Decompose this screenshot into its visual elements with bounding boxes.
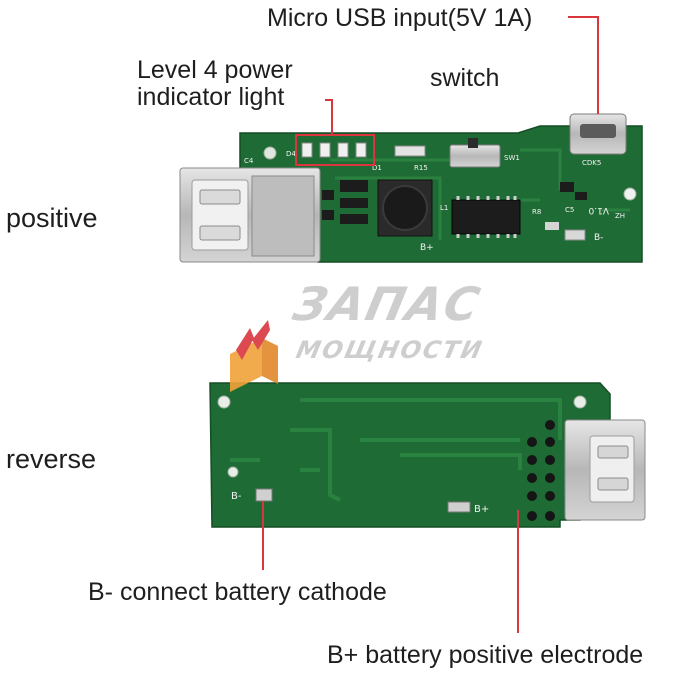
- level-indicator-label-line2: indicator light: [137, 83, 285, 111]
- back-usb-a-port: [564, 419, 646, 521]
- silk-b-minus-back: B-: [231, 491, 242, 502]
- back-pcb-traces: [230, 398, 562, 502]
- back-mount-hole-right: [573, 395, 587, 409]
- back-b-minus-pad: [255, 488, 273, 502]
- back-b-plus-pad: [447, 501, 471, 513]
- front-micro-usb-port: [569, 113, 627, 155]
- front-ic-chip: [451, 196, 521, 238]
- silk-r15: R15: [414, 164, 428, 172]
- silk-c5: C5: [565, 206, 574, 214]
- led-highlight-box: [295, 134, 375, 166]
- silk-b-plus-back: B+: [474, 504, 489, 515]
- back-board: B- B+: [209, 382, 646, 528]
- silk-l1: L1: [440, 204, 448, 212]
- switch-label: switch: [430, 64, 500, 92]
- watermark-line2: МОЩНОСТИ: [294, 335, 482, 364]
- level-indicator-callout: [325, 99, 333, 135]
- level-indicator-label: Level 4 power indicator light: [137, 57, 293, 111]
- silk-b-plus-front: B+: [420, 243, 434, 253]
- front-smd-components: [322, 145, 587, 241]
- silk-sw1: SW1: [504, 154, 520, 162]
- b-plus-label: B+ battery positive electrode: [327, 641, 644, 669]
- watermark-battery-icon: [230, 320, 278, 392]
- silk-r8: R8: [532, 208, 541, 216]
- usb-input-callout: [568, 16, 599, 114]
- b-minus-label: B- connect battery cathode: [88, 578, 387, 606]
- level-indicator-label-line1: Level 4 power: [137, 56, 293, 84]
- front-mount-hole-left: [263, 146, 277, 160]
- silk-c4: C4: [244, 157, 254, 165]
- back-mount-hole-left: [217, 395, 231, 409]
- watermark-line1: ЗАПАС: [288, 277, 482, 330]
- positive-side-label: positive: [6, 203, 98, 233]
- front-slide-switch: [449, 138, 501, 168]
- back-hole-lower: [227, 466, 239, 478]
- reverse-side-label: reverse: [6, 444, 97, 474]
- watermark-logo: ЗАПАС МОЩНОСТИ: [230, 277, 482, 392]
- silk-version: V1.0: [588, 205, 609, 215]
- front-pcb-traces: [330, 148, 630, 240]
- silk-d4: D4: [286, 150, 296, 158]
- silk-d1: D1: [372, 164, 382, 172]
- front-board: B+ B- V1.0 R15 SW1 CDK5 R8 C5 L1 ZH C4 D…: [179, 113, 643, 263]
- front-mount-hole-right: [623, 187, 637, 201]
- callout-lines: [262, 16, 599, 633]
- front-power-indicator-leds: [301, 142, 367, 158]
- silk-b-minus-front: B-: [594, 233, 603, 243]
- front-usb-a-port: [179, 167, 321, 263]
- front-inductor: [377, 179, 433, 237]
- silk-cdk5: CDK5: [582, 159, 601, 167]
- usb-input-label: Micro USB input(5V 1A): [267, 4, 533, 32]
- back-solder-pads: [527, 420, 555, 521]
- silk-zh: ZH: [615, 212, 625, 220]
